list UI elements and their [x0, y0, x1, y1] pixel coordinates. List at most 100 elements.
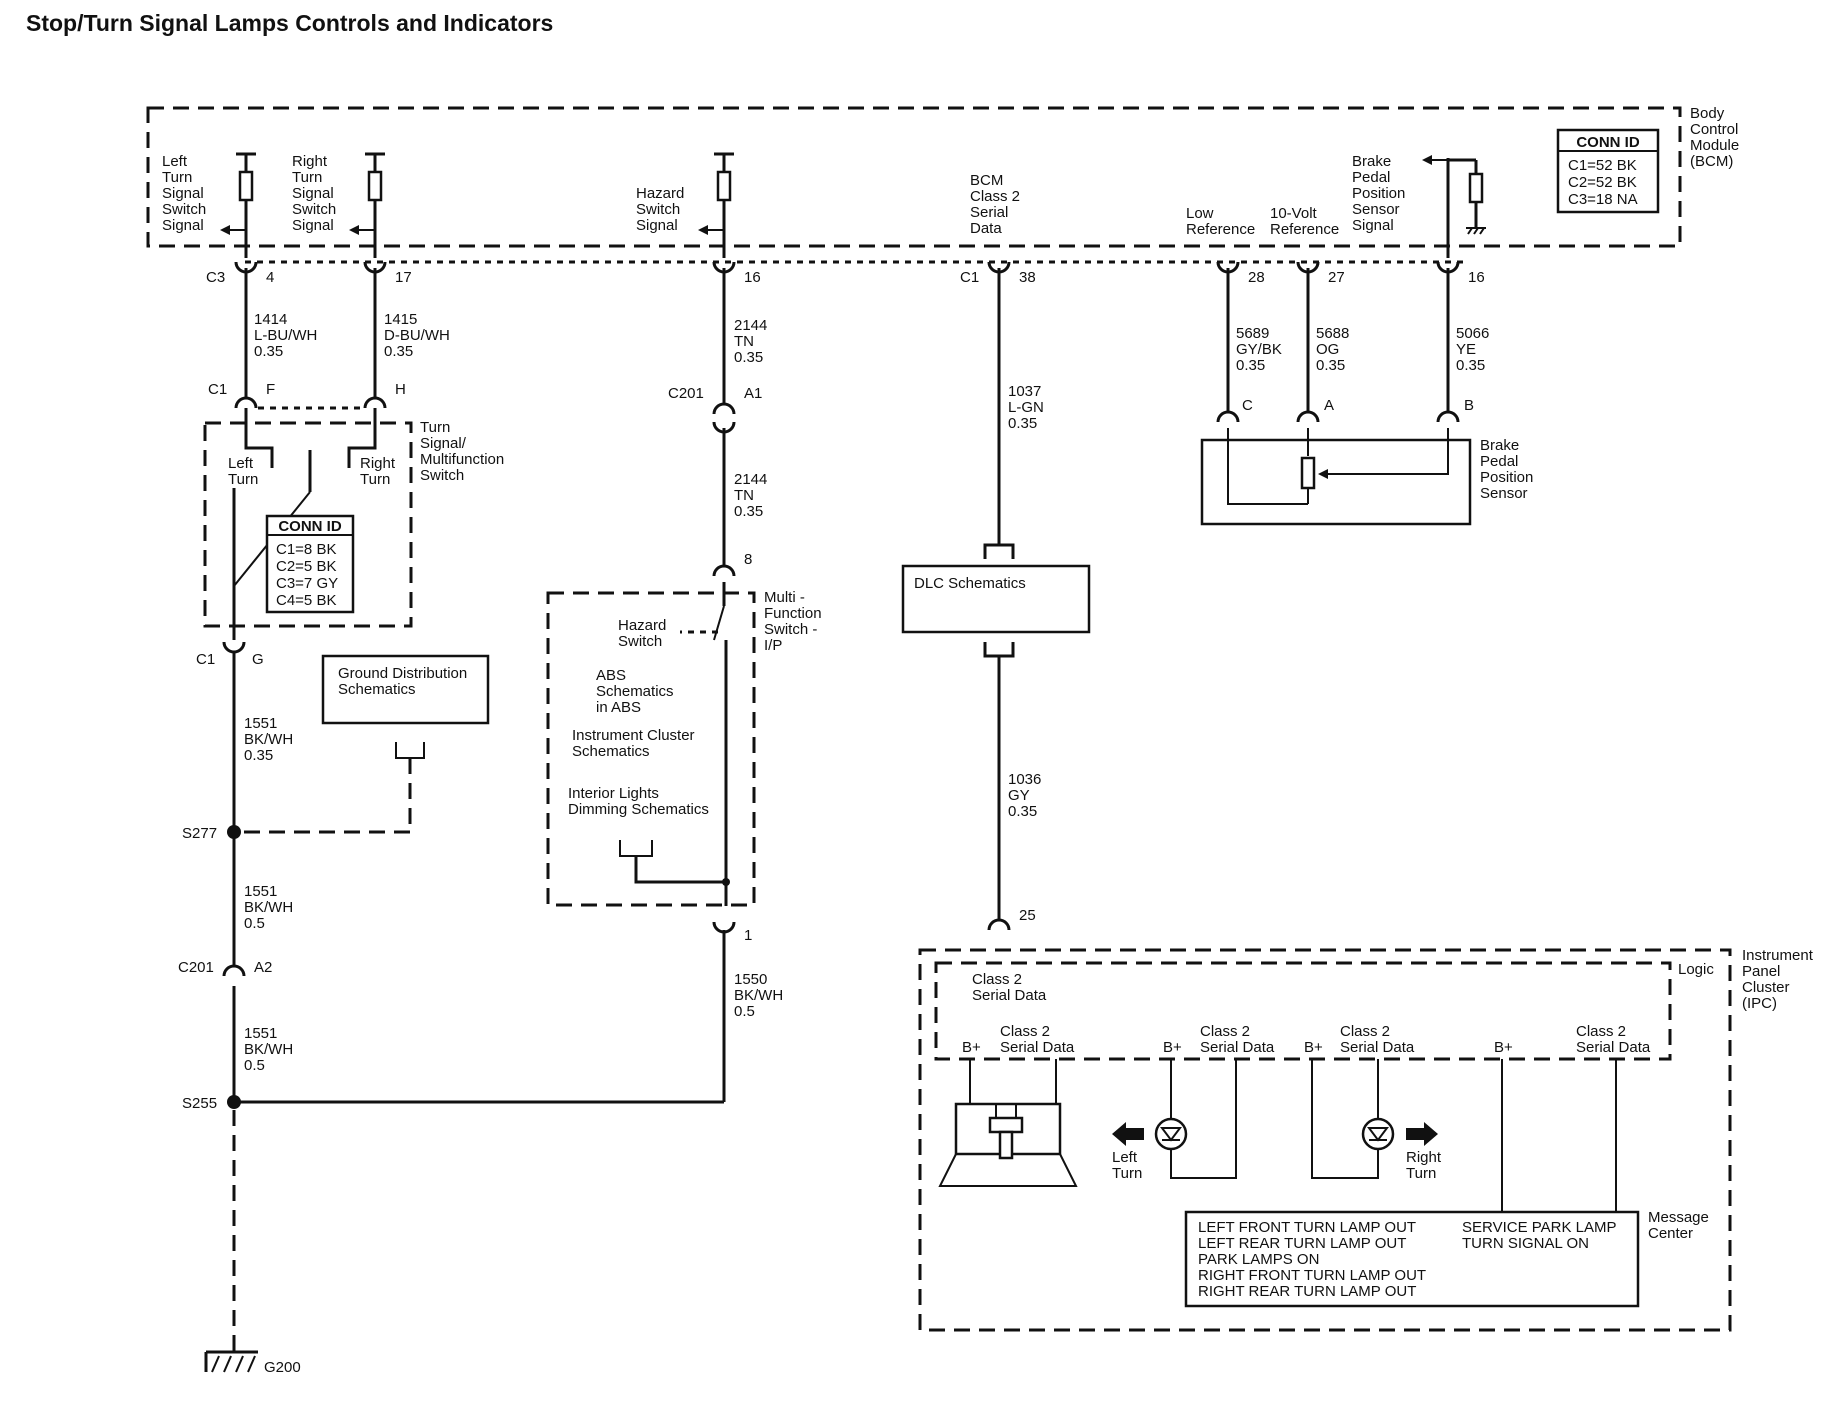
connector-c201-a: C201: [668, 385, 704, 402]
multifunction-switch-ip-box: [546, 591, 756, 907]
turn-signal-switch-box: [203, 421, 413, 628]
ipc-right-turn-indicator: [1311, 1059, 1438, 1179]
pin-label-17: 17: [395, 269, 412, 286]
bplus-1: B+: [962, 1039, 981, 1056]
ipc-gauge-circuit: [938, 1059, 1078, 1187]
ipc-logic-box: [934, 961, 1672, 1061]
splice-s255-label: S255: [182, 1095, 217, 1112]
pin-label-4: 4: [266, 269, 274, 286]
ipc-box: [918, 948, 1732, 1332]
pin-f: [234, 396, 258, 409]
bcm-right-turn-input: [349, 152, 385, 258]
bcm-left-turn-input: [220, 152, 256, 258]
page-title: Stop/Turn Signal Lamps Controls and Indi…: [26, 10, 554, 36]
pin-label-b: B: [1464, 397, 1474, 414]
connector-labels: C3 4 17 16 C1 38 28 27 16 C1 F H C201 A1…: [178, 269, 1485, 976]
connector-c1-bcm: C1: [960, 269, 979, 286]
pin-label-28: 28: [1248, 269, 1265, 286]
pin-h: [363, 396, 387, 409]
connector-c3: C3: [206, 269, 225, 286]
pin-label-16-brake: 16: [1468, 269, 1485, 286]
ground-distribution-box: [321, 654, 490, 725]
pin-label-1: 1: [744, 927, 752, 944]
pin-label-a1: A1: [744, 385, 762, 402]
pin-label-a: A: [1324, 397, 1334, 414]
pin-label-27: 27: [1328, 269, 1345, 286]
connector-c1-g: C1: [196, 651, 215, 668]
brake-pedal-position-sensor-box: [1200, 438, 1472, 526]
bplus-3: B+: [1304, 1039, 1323, 1056]
bplus-4: B+: [1494, 1039, 1513, 1056]
bcm-conn-id-table: [1556, 128, 1660, 214]
pin-a2-top: [222, 964, 246, 977]
switch-conn-id-header: CONN ID: [278, 518, 342, 535]
pin-g: [222, 641, 246, 654]
pin-label-c: C: [1242, 397, 1253, 414]
pin-label-a2: A2: [254, 959, 272, 976]
ground-g200-label: G200: [264, 1359, 301, 1376]
ipc-logic-label: Logic: [1678, 961, 1714, 978]
splice-s277-label: S277: [182, 825, 217, 842]
hazard-switch-contact: [680, 582, 728, 906]
pin-c: [1216, 410, 1240, 423]
pin-a: [1296, 410, 1320, 423]
bcm-brake-input: [1422, 155, 1486, 258]
connector-c201-b: C201: [178, 959, 214, 976]
pin-label-16-hazard: 16: [744, 269, 761, 286]
bplus-2: B+: [1163, 1039, 1182, 1056]
pin-8: [712, 564, 736, 577]
pin-25: [987, 918, 1011, 931]
brake-sensor-internals: [1227, 428, 1449, 505]
pin-label-h: H: [395, 381, 406, 398]
splice-s277-dot: [227, 825, 241, 839]
pin-label-38: 38: [1019, 269, 1036, 286]
pin-label-25: 25: [1019, 907, 1036, 924]
connector-c1-switch: C1: [208, 381, 227, 398]
bcm-box: [146, 106, 1682, 248]
pin-label-f: F: [266, 381, 275, 398]
pin-label-g: G: [252, 651, 264, 668]
dlc-schematics-label: DLC Schematics: [914, 575, 1026, 592]
dlc-schematics-box: [901, 564, 1091, 634]
